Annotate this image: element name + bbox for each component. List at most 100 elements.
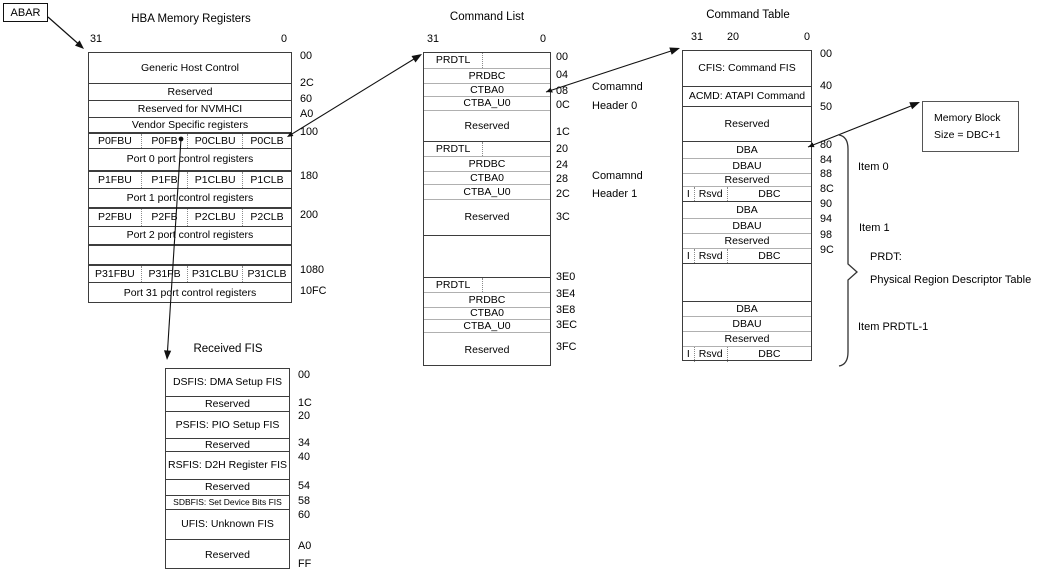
command-table-offset-50: 50 (820, 101, 833, 113)
register-cell-p31fb: P31FB (142, 266, 189, 282)
hba-offset-2c: 2C (300, 77, 314, 89)
hba-offset-1080: 1080 (300, 264, 325, 276)
received-fis-offset-1c: 1C (298, 397, 312, 409)
command-list-row-prdtl: PRDTL (424, 141, 550, 156)
field-cell-rsvd: Rsvd (695, 347, 728, 362)
command-header-1-line2: Header 1 (592, 188, 638, 200)
register-cell-p0clbu: P0CLBU (188, 134, 244, 148)
command-table-row-dbau: DBAU (683, 158, 811, 173)
command-list-row-ctba-u0: CTBA_U0 (424, 319, 550, 332)
command-list-offset-3e4: 3E4 (556, 288, 576, 300)
field-cell-prdtl: PRDTL (424, 142, 484, 156)
command-table-row-dbau: DBAU (683, 218, 811, 233)
row-label: Reserved (724, 234, 770, 247)
register-cell-p1fbu: P1FBU (89, 172, 142, 188)
received-fis-offset-00: 00 (298, 369, 311, 381)
prdt-item-1: Item 1 (859, 222, 890, 234)
register-cell-p1fb: P1FB (142, 172, 189, 188)
hba-title: HBA Memory Registers (131, 13, 251, 25)
hba-offset-60: 60 (300, 93, 313, 105)
row-label: Reserved (724, 117, 770, 130)
hba-bit-label-31: 31 (90, 33, 103, 45)
row-label: DBA (736, 302, 758, 315)
field-cell-rsvd: Rsvd (695, 249, 728, 263)
received-fis-row-sdbfis-set-device-bits-fis: SDBFIS: Set Device Bits FIS (166, 495, 289, 509)
hba-row-reserved-for-nvmhci: Reserved for NVMHCI (89, 100, 291, 117)
hba-row-generic-host-control: Generic Host Control (89, 53, 291, 83)
row-label: CFIS: Command FIS (698, 62, 796, 75)
received-fis-row-reserved: Reserved (166, 396, 289, 411)
command-table-offset-90: 90 (820, 198, 833, 210)
hba-row-port-1-port-control-registers: Port 1 port control registers (89, 188, 291, 207)
register-cell-p0fbu: P0FBU (89, 134, 142, 148)
command-table-row-reserved: Reserved (683, 173, 811, 186)
row-label: Reserved (205, 397, 250, 410)
command-header-0-line1: Comamnd (592, 81, 643, 93)
row-label: Reserved (167, 85, 213, 98)
command-list-offset-3e8: 3E8 (556, 304, 576, 316)
hba-offset-a0: A0 (300, 108, 314, 120)
row-label: CTBA0 (470, 83, 504, 96)
command-list-row-ctba-u0: CTBA_U0 (424, 96, 550, 110)
hba-row-vendor-specific-registers: Vendor Specific registers (89, 117, 291, 132)
command-list-offset-08: 08 (556, 85, 569, 97)
row-label: Port 1 port control registers (126, 191, 254, 204)
command-table-row-reserved: Reserved (683, 106, 811, 141)
row-label: Reserved (464, 211, 510, 224)
row-label: UFIS: Unknown FIS (181, 518, 274, 531)
hba-row-port-0-port-control-registers: Port 0 port control registers (89, 148, 291, 170)
memory-block-line2: Size = DBC+1 (934, 129, 1001, 141)
received-fis-offset-a0: A0 (298, 540, 312, 552)
command-list-offset-2c: 2C (556, 188, 570, 200)
command-list-row-ctba0: CTBA0 (424, 171, 550, 184)
row-label: Reserved for NVMHCI (137, 102, 243, 115)
command-list-title: Command List (449, 11, 525, 23)
command-table-row-dbau: DBAU (683, 316, 811, 331)
received-fis-offset-34: 34 (298, 437, 311, 449)
hba-offset-180: 180 (300, 170, 319, 182)
row-label: Reserved (464, 119, 510, 132)
command-list-row-reserved: Reserved (424, 332, 550, 367)
field-cell-i: I (683, 347, 695, 362)
field-cell-dbc: DBC (758, 249, 781, 262)
row-label: Generic Host Control (140, 61, 240, 74)
command-table-bit-label-20: 20 (727, 31, 740, 43)
received-fis-offset-40: 40 (298, 451, 311, 463)
command-list-offset-24: 24 (556, 159, 569, 171)
command-list-row-ctba0: CTBA0 (424, 83, 550, 96)
command-list-offset-04: 04 (556, 69, 569, 81)
row-label: Vendor Specific registers (131, 118, 249, 131)
row-label: Reserved (724, 332, 770, 345)
command-list-offset-0c: 0C (556, 99, 570, 111)
command-table-row-dba: DBA (683, 141, 811, 158)
command-list-bit-label-31: 31 (427, 33, 440, 45)
received-fis-row-psfis-pio-setup-fis: PSFIS: PIO Setup FIS (166, 411, 289, 438)
command-list-row-prdtl: PRDTL (424, 277, 550, 292)
prdt-label: PRDT: (870, 251, 902, 263)
hba-row-empty (89, 244, 291, 264)
command-table-title: Command Table (706, 9, 790, 21)
command-list-bit-label-0: 0 (540, 33, 547, 45)
register-cell-p2fbu: P2FBU (89, 209, 142, 226)
field-cell-blank (483, 142, 550, 156)
received-fis-title: Received FIS (193, 343, 263, 355)
prdt-item-0: Item 0 (858, 161, 889, 173)
command-table-row-cfis-command-fis: CFIS: Command FIS (683, 51, 811, 86)
received-fis-offset-ff: FF (298, 558, 312, 570)
command-list-row-prdbc: PRDBC (424, 292, 550, 307)
arrow-abar-to-hba (47, 16, 84, 49)
command-table-row-dba: DBA (683, 301, 811, 316)
command-list-row-ctba-u0: CTBA_U0 (424, 184, 550, 199)
received-fis-offset-58: 58 (298, 495, 311, 507)
field-cell-prdtl: PRDTL (424, 278, 484, 292)
register-cell-p0clb: P0CLB (250, 134, 284, 147)
command-list-offset-3c: 3C (556, 211, 570, 223)
field-cell-blank (483, 53, 550, 68)
